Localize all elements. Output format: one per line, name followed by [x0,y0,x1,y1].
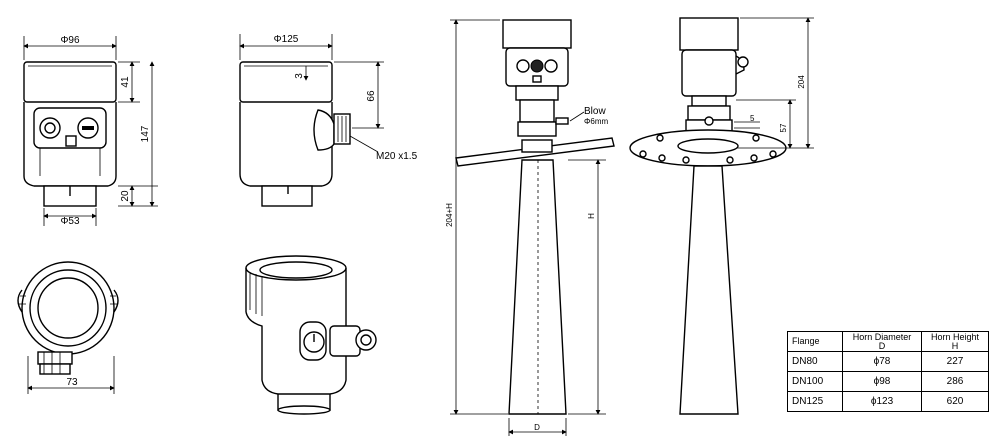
table-header-row: Flange Horn Diameter D Horn Height H [787,331,989,352]
front-view-housing [23,61,117,207]
cell-height: 620 [921,391,989,412]
header-horn-height-unit: H [951,340,959,351]
bottom-view: 73 [17,261,119,394]
dim-3: 3 [294,73,305,79]
cell-height: 227 [921,351,989,372]
dim-204-plus-h: 204+H [445,203,454,227]
dim-phi96: Φ96 [60,35,80,46]
cell-flange: DN80 [787,351,843,372]
header-horn-diameter-label: Horn Diameter [852,331,912,342]
horn-cone [679,165,739,415]
dim-41: 41 [120,76,131,88]
cell-diameter: ϕ98 [842,371,922,392]
dim-66: 66 [366,90,377,102]
isometric-view [245,255,377,415]
screw-icon [65,135,77,147]
table-row: DN100 ϕ98 286 [787,371,989,392]
dim-d: D [534,423,540,432]
cell-height: 286 [921,371,989,392]
front-view-dimensions: Φ96 41 147 20 Φ53 [23,35,158,227]
cell-flange: DN125 [787,391,843,412]
flange-horn-view: 204 57 5 [629,17,814,415]
side-view-housing [239,61,351,207]
dim-m20: M20 x1.5 [376,151,418,162]
cable-gland-icon [39,363,71,375]
cable-gland-icon [737,56,749,68]
label-phi6mm: Φ6mm [584,117,608,126]
dim-h: H [587,213,596,219]
dim-73: 73 [66,377,78,388]
table-row: DN80 ϕ78 227 [787,351,989,372]
table-row: DN125 ϕ123 620 [787,391,989,412]
header-flange: Flange [787,331,843,352]
side-view-dimensions: Φ125 3 66 M20 x1.5 [239,34,418,162]
cell-flange: DN100 [787,371,843,392]
dim-5: 5 [750,114,755,123]
dim-phi53: Φ53 [60,216,80,227]
header-horn-height: Horn Height H [921,331,989,352]
label-blow: Blow [584,106,606,117]
header-horn-diameter: Horn Diameter D [842,331,922,352]
cell-diameter: ϕ78 [842,351,922,372]
horn-cone [508,159,567,415]
dim-204: 204 [797,75,806,89]
header-horn-height-label: Horn Height [930,331,980,342]
dim-147: 147 [140,125,151,142]
dim-phi125: Φ125 [274,34,299,45]
dim-20: 20 [120,190,131,202]
cell-diameter: ϕ123 [842,391,922,412]
horn-antenna-view: 204+H H Blow Φ6mm D [445,19,615,436]
header-horn-diameter-unit: D [878,340,886,351]
horn-spec-table: Flange Horn Diameter D Horn Height H DN8… [787,331,989,412]
dim-57: 57 [779,123,788,132]
